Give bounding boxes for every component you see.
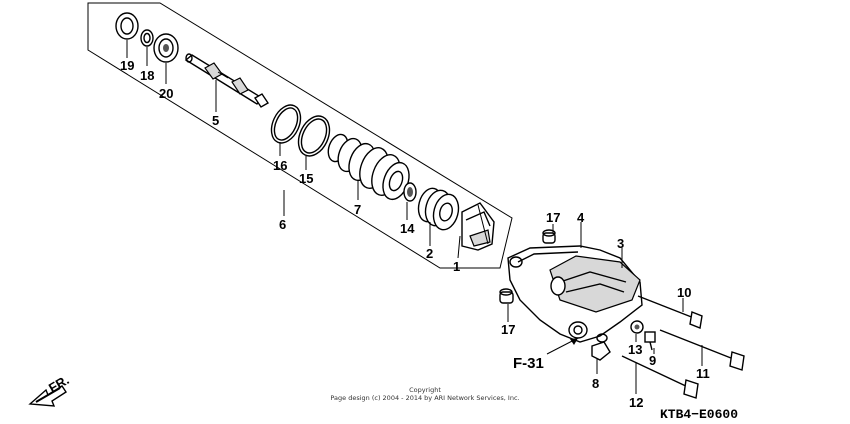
part-11-bolt[interactable]	[659, 329, 745, 371]
diagram-code: KTB4−E0600	[660, 407, 738, 422]
callout-7[interactable]: 7	[354, 202, 361, 217]
callout-9[interactable]: 9	[649, 353, 656, 368]
frame-ref-label[interactable]: F-31	[513, 355, 544, 372]
callout-19[interactable]: 19	[120, 58, 134, 73]
part-8-clip[interactable]	[591, 341, 611, 361]
callout-2[interactable]: 2	[426, 246, 433, 261]
part-18-ring[interactable]	[140, 29, 154, 47]
part-17-bushing-upper[interactable]	[542, 229, 556, 244]
leader-1	[457, 235, 461, 259]
callout-18[interactable]: 18	[140, 68, 154, 83]
bracket-collar	[568, 321, 588, 339]
part-15-oring[interactable]	[292, 111, 335, 161]
part-16-oring[interactable]	[266, 100, 306, 147]
callout-15[interactable]: 15	[299, 171, 313, 186]
callout-13[interactable]: 13	[628, 342, 642, 357]
assembly-group-outline	[87, 2, 513, 269]
direction-label: FR.	[46, 372, 72, 395]
callout-6[interactable]: 6	[279, 217, 286, 232]
callout-12[interactable]: 12	[629, 395, 643, 410]
part-20-bearing[interactable]	[153, 33, 179, 63]
callout-3[interactable]: 3	[617, 236, 624, 251]
callout-17-upper[interactable]: 17	[546, 210, 560, 225]
callout-8[interactable]: 8	[592, 376, 599, 391]
frame-ref-arrow	[546, 337, 579, 355]
part-12-bolt[interactable]	[621, 355, 699, 399]
callout-4[interactable]: 4	[577, 210, 585, 225]
part-2-joint[interactable]	[415, 186, 462, 233]
part-14-ring[interactable]	[403, 182, 417, 202]
part-9-bolt[interactable]	[644, 331, 656, 351]
part-7-boot[interactable]	[325, 132, 414, 203]
callout-17-lower[interactable]: 17	[501, 322, 515, 337]
part-10-bolt[interactable]	[637, 295, 703, 329]
part-5-shaft[interactable]	[184, 53, 269, 108]
callout-11[interactable]: 11	[696, 366, 710, 381]
part-19-seal[interactable]	[115, 12, 139, 40]
callout-5[interactable]: 5	[212, 113, 219, 128]
part-1-housing[interactable]	[461, 202, 495, 251]
part-3-cover[interactable]	[549, 255, 641, 313]
copyright-title: Copyright	[409, 386, 441, 394]
callout-20[interactable]: 20	[159, 86, 173, 101]
front-direction-arrow-icon	[28, 385, 67, 407]
copyright-notice: Page design (c) 2004 - 2014 by ARI Netwo…	[330, 394, 519, 402]
part-13-washer[interactable]	[630, 320, 644, 334]
callout-1[interactable]: 1	[453, 259, 460, 274]
callout-16[interactable]: 16	[273, 158, 287, 173]
callout-14[interactable]: 14	[400, 221, 415, 236]
callout-10[interactable]: 10	[677, 285, 691, 300]
part-17-bushing-lower[interactable]	[499, 288, 514, 304]
